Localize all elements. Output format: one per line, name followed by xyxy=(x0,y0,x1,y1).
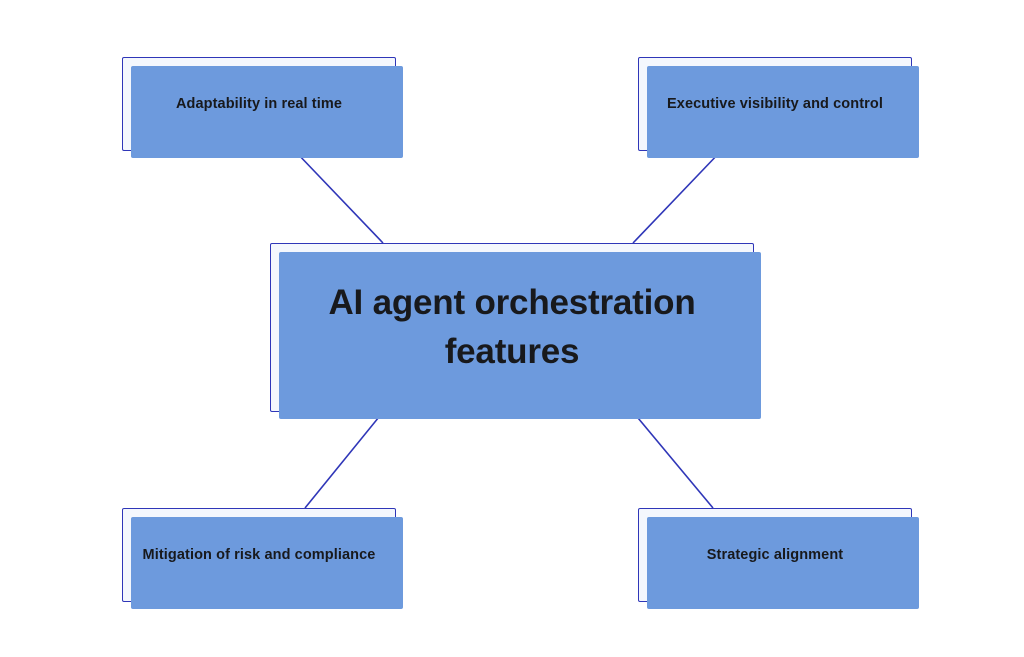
node-mitigation-of-risk-and-compliance[interactable]: Mitigation of risk and compliance xyxy=(122,508,403,609)
node-strategic-alignment[interactable]: Strategic alignment xyxy=(638,508,919,609)
node-center-ai-agent-orchestration-features[interactable]: AI agent orchestration features xyxy=(270,243,761,419)
connector-adaptability-to-center xyxy=(294,150,384,244)
node-label: Strategic alignment xyxy=(706,546,844,563)
center-node-label: AI agent orchestration features xyxy=(328,283,696,371)
node-adaptability-in-real-time[interactable]: Adaptability in real time xyxy=(122,57,403,158)
node-executive-visibility-and-control[interactable]: Executive visibility and control xyxy=(638,57,919,158)
node-label: Executive visibility and control xyxy=(667,95,883,112)
node-label: Adaptability in real time xyxy=(175,95,343,112)
node-label: Mitigation of risk and compliance xyxy=(142,546,376,563)
connector-center-to-strategic xyxy=(632,411,714,509)
connector-executive-to-center xyxy=(632,150,722,244)
connector-center-to-mitigation xyxy=(304,411,384,509)
